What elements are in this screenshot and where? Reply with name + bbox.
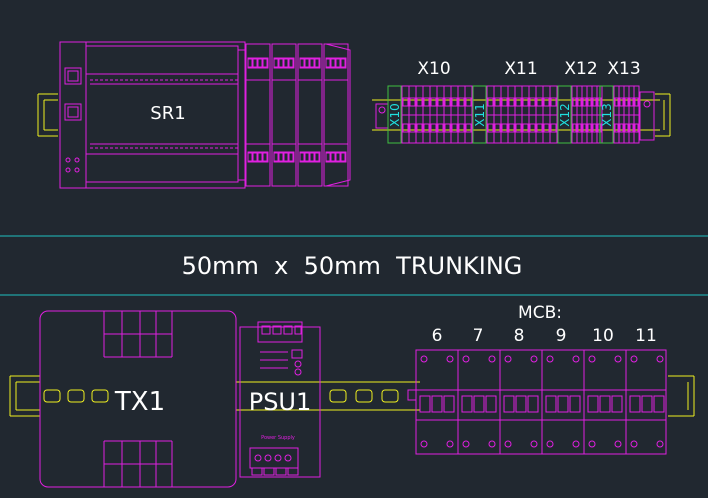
mcb-unit — [419, 355, 455, 448]
transformer-tx1 — [39, 310, 237, 488]
mcb-number: 8 — [514, 326, 525, 346]
din-rail-slot — [355, 389, 373, 403]
terminal-strips — [375, 85, 655, 144]
terminal-block — [464, 85, 473, 144]
mcb-numbers: 6 7 8 9 10 11 — [432, 326, 657, 346]
terminal-header-x10: X10 — [417, 59, 450, 79]
terminal-tag-x12: X12 — [557, 85, 572, 144]
din-rail-slot — [91, 389, 109, 403]
mcb-toggle — [587, 395, 599, 413]
mcb-block-outline — [415, 349, 667, 455]
mcb-toggle — [641, 395, 653, 413]
psu-label: PSU1 — [249, 388, 312, 416]
mcb-unit — [457, 350, 497, 454]
svg-text:X11: X11 — [473, 103, 487, 127]
mcb-toggle — [527, 395, 539, 413]
mcb-toggle — [485, 395, 497, 413]
bottom-din-rail — [9, 375, 695, 417]
mcb-toggle — [545, 395, 557, 413]
mcb-toggle — [599, 395, 611, 413]
din-rail-slot — [43, 389, 61, 403]
mcb-number: 11 — [635, 326, 657, 346]
mcb-toggle — [461, 395, 473, 413]
plc-expansion-module — [245, 43, 271, 187]
terminal-block — [535, 85, 544, 144]
transformer-body — [39, 310, 237, 488]
psu-psu1 — [239, 321, 321, 478]
plc-sr1 — [59, 41, 246, 189]
plc-expansion-module — [323, 43, 349, 187]
mcb-unit — [541, 350, 581, 454]
mcb-toggle — [653, 395, 665, 413]
mcb-toggle — [611, 395, 623, 413]
terminal-tag-x13: X13 — [599, 85, 614, 144]
mcb-block — [407, 349, 667, 455]
plc-end-cover — [325, 43, 351, 187]
din-rail-slot — [329, 389, 347, 403]
terminal-header-x11: X11 — [504, 59, 537, 79]
din-rail-slots — [43, 389, 399, 403]
mcb-number: 6 — [432, 326, 443, 346]
plc-expansion-modules — [245, 43, 351, 187]
terminal-blocks — [375, 85, 655, 144]
terminal-block — [576, 85, 583, 144]
svg-text:X13: X13 — [600, 103, 614, 127]
ethernet-port-icon — [64, 67, 82, 85]
mcb-toggle — [431, 395, 443, 413]
psu-footer-text: Power Supply — [261, 435, 295, 441]
mcb-toggle — [569, 395, 581, 413]
trunking-label: 50mm x 50mm TRUNKING — [182, 252, 523, 280]
terminal-header-x13: X13 — [607, 59, 640, 79]
psu-body — [239, 326, 321, 478]
mcb-toggle — [443, 395, 455, 413]
din-rail-slot — [67, 389, 85, 403]
mcb-number: 7 — [473, 326, 484, 346]
terminal-tag-x11: X11 — [472, 85, 487, 144]
mcb-unit — [583, 350, 623, 454]
mcb-number: 9 — [556, 326, 567, 346]
plc-label: SR1 — [150, 103, 185, 124]
mcb-toggle — [515, 395, 527, 413]
mcb-toggle — [557, 395, 569, 413]
mcb-units — [419, 350, 665, 454]
terminal-block — [633, 85, 640, 144]
svg-text:X12: X12 — [558, 103, 572, 127]
din-rail-slot — [381, 389, 399, 403]
mcb-number: 10 — [592, 326, 614, 346]
mcb-toggle — [503, 395, 515, 413]
plc-expansion-module — [271, 43, 297, 187]
mcb-unit — [499, 350, 539, 454]
terminal-block — [549, 85, 558, 144]
transformer-label: TX1 — [114, 387, 165, 417]
terminal-tag-x10: X10 — [387, 85, 402, 144]
ethernet-port-icon — [64, 103, 82, 121]
plc-expansion-module — [297, 43, 323, 187]
mcb-toggle — [473, 395, 485, 413]
mcb-toggle — [419, 395, 431, 413]
mcb-toggle — [629, 395, 641, 413]
mcb-title: MCB: — [518, 303, 562, 323]
mcb-unit — [625, 350, 665, 454]
terminal-header-x12: X12 — [564, 59, 597, 79]
terminal-end-clamp — [639, 91, 655, 141]
svg-text:X10: X10 — [388, 103, 402, 127]
